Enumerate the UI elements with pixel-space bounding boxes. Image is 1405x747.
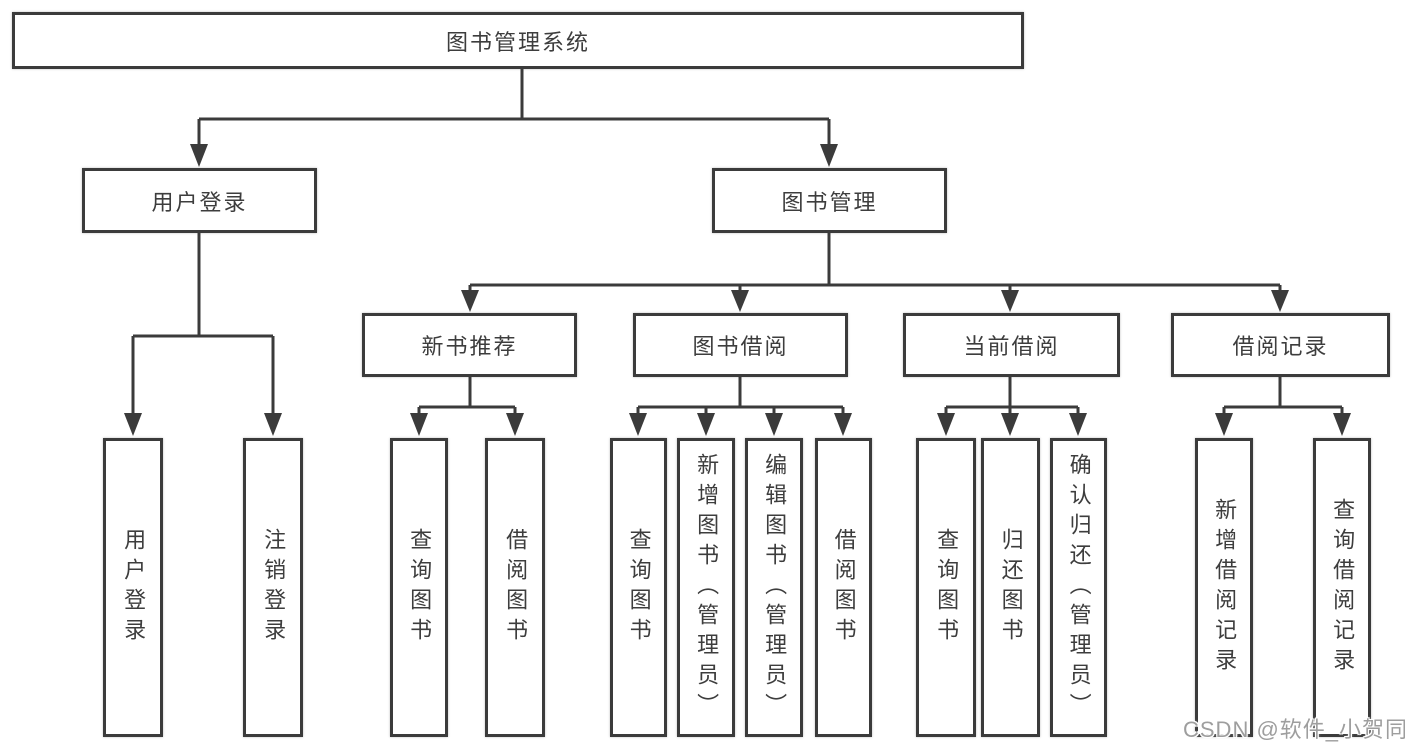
leaf-borrow-books-recommend: 借阅图书 — [485, 438, 545, 737]
leaf-query-books-current: 查询图书 — [916, 438, 976, 737]
leaf-query-books-borrow: 查询图书 — [610, 438, 667, 737]
node-current-borrowing: 当前借阅 — [903, 313, 1120, 377]
node-book-management: 图书管理 — [712, 168, 947, 233]
node-user-login: 用户登录 — [82, 168, 317, 233]
leaf-return-book: 归还图书 — [981, 438, 1040, 737]
leaf-logout: 注销登录 — [243, 438, 303, 737]
node-book-borrowing: 图书借阅 — [633, 313, 848, 377]
node-root-system: 图书管理系统 — [12, 12, 1024, 69]
leaf-query-borrow-record: 查询借阅记录 — [1313, 438, 1371, 737]
leaf-query-books-recommend: 查询图书 — [390, 438, 448, 737]
leaf-confirm-return-admin: 确认归还（管理员） — [1050, 438, 1107, 737]
leaf-edit-book-admin: 编辑图书（管理员） — [745, 438, 803, 737]
node-borrowing-records: 借阅记录 — [1171, 313, 1390, 377]
csdn-watermark: CSDN @软件_小贺同学 — [1183, 717, 1405, 742]
leaf-user-login: 用户登录 — [103, 438, 163, 737]
leaf-add-borrow-record: 新增借阅记录 — [1195, 438, 1253, 737]
node-new-book-recommendation: 新书推荐 — [362, 313, 577, 377]
leaf-add-book-admin: 新增图书（管理员） — [677, 438, 735, 737]
leaf-borrow-books: 借阅图书 — [815, 438, 872, 737]
